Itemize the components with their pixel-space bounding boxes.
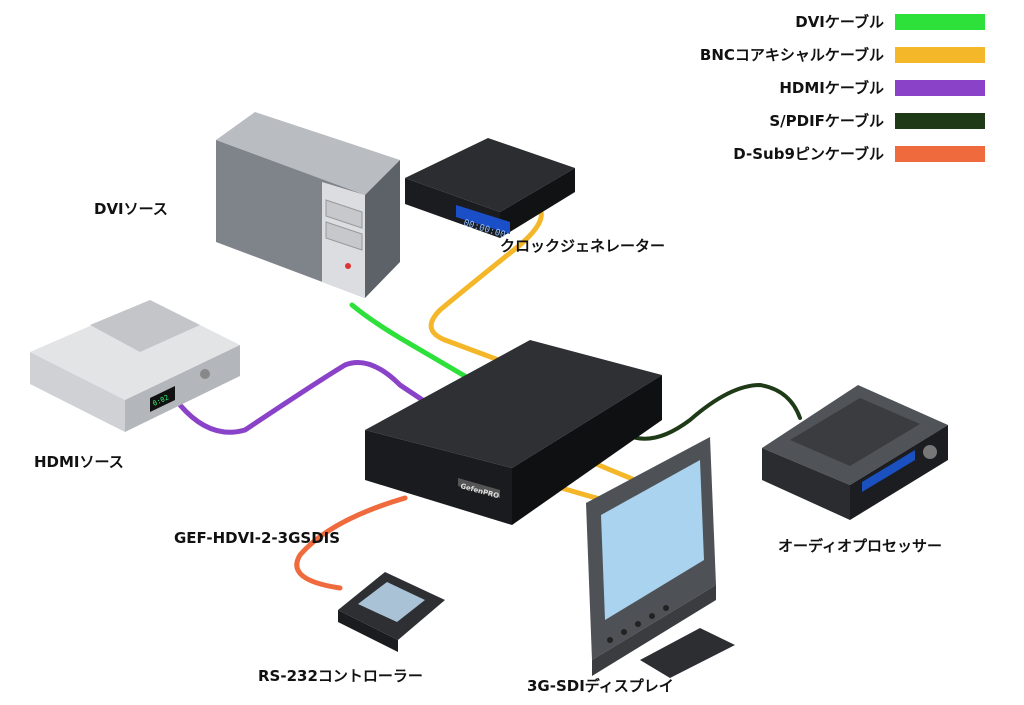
spdif-cable bbox=[620, 382, 802, 441]
clock-generator-device: 00:00:00 bbox=[405, 138, 575, 241]
dvi-source-pc bbox=[216, 112, 400, 298]
legend-swatch bbox=[895, 146, 985, 162]
legend-item-spdif: S/PDIFケーブル bbox=[769, 112, 985, 130]
legend-item-dvi: DVIケーブル bbox=[795, 13, 985, 31]
sdi-display-device bbox=[586, 437, 735, 678]
legend-item-hdmi: HDMIケーブル bbox=[779, 79, 985, 97]
dvi-cable bbox=[349, 302, 478, 385]
hdmi-cable bbox=[177, 360, 433, 435]
rs232-controller-device bbox=[338, 572, 445, 652]
label-rs232-controller: RS-232コントローラー bbox=[258, 667, 423, 685]
label-sdi-display: 3G-SDIディスプレイ bbox=[527, 677, 674, 695]
label-hdmi-source: HDMIソース bbox=[34, 453, 124, 471]
label-clock-generator: クロックジェネレーター bbox=[500, 237, 665, 255]
hdmi-source-device: 0:02 bbox=[30, 300, 240, 432]
bnc-cable-clock bbox=[428, 197, 544, 371]
legend-label: BNCコアキシャルケーブル bbox=[700, 46, 884, 64]
legend-item-dsub9: D-Sub9ピンケーブル bbox=[733, 145, 985, 163]
legend-swatch bbox=[895, 80, 985, 96]
legend-label: HDMIケーブル bbox=[779, 79, 884, 97]
dsub9-cable bbox=[294, 495, 408, 591]
legend-label: D-Sub9ピンケーブル bbox=[733, 145, 884, 163]
label-audio-processor: オーディオプロセッサー bbox=[778, 537, 942, 555]
legend-swatch bbox=[895, 14, 985, 30]
main-unit-device: GefenPRO bbox=[365, 340, 662, 525]
label-dvi-source: DVIソース bbox=[94, 200, 168, 218]
legend: DVIケーブル BNCコアキシャルケーブル HDMIケーブル S/PDIFケーブ… bbox=[700, 13, 985, 163]
legend-item-bnc: BNCコアキシャルケーブル bbox=[700, 46, 985, 64]
legend-swatch bbox=[895, 113, 985, 129]
legend-label: DVIケーブル bbox=[795, 13, 884, 31]
audio-processor-device bbox=[762, 385, 948, 520]
legend-swatch bbox=[895, 47, 985, 63]
label-main-unit: GEF-HDVI-2-3GSDIS bbox=[174, 529, 340, 547]
legend-label: S/PDIFケーブル bbox=[769, 112, 884, 130]
